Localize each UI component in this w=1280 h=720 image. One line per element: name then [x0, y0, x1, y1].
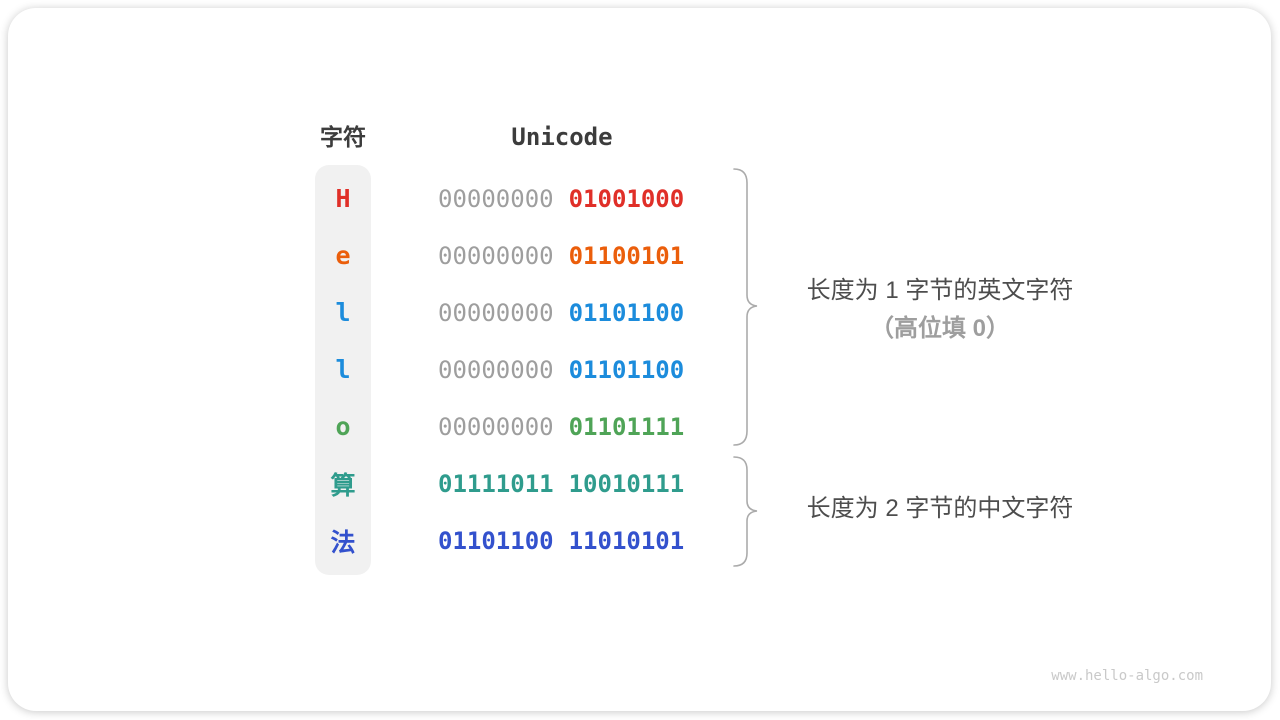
byte-high: 00000000 — [438, 355, 554, 384]
byte-high: 00000000 — [438, 184, 554, 213]
character-cell: l — [335, 355, 351, 384]
byte-high: 00000000 — [438, 412, 554, 441]
annotation-one-byte-line2: （高位填 0） — [869, 315, 1010, 342]
character-cell: 算 — [330, 470, 356, 500]
binary-row: 00000000 01101111 — [438, 398, 738, 455]
binary-row: 00000000 01101100 — [438, 341, 738, 398]
binary-row: 00000000 01101100 — [438, 284, 738, 341]
annotation-one-byte-line1: 长度为 1 字节的英文字符 — [806, 277, 1074, 304]
byte-low: 01101111 — [568, 412, 685, 441]
character-cell: e — [335, 241, 351, 270]
binary-row: 01111011 10010111 — [438, 455, 738, 512]
binary-row: 00000000 01100101 — [438, 227, 738, 284]
byte-low: 01100101 — [568, 241, 685, 270]
byte-low: 11010101 — [568, 526, 685, 555]
byte-low: 01101100 — [568, 355, 685, 384]
character-cell: 法 — [330, 527, 356, 557]
column-header-unicode: Unicode — [511, 123, 613, 151]
binary-row: 00000000 01001000 — [438, 170, 738, 227]
byte-low: 10010111 — [568, 469, 685, 498]
binary-row: 01101100 11010101 — [438, 512, 738, 569]
byte-high: 00000000 — [438, 241, 554, 270]
character-cell: l — [335, 298, 351, 327]
byte-low: 01001000 — [568, 184, 685, 213]
byte-low: 01101100 — [568, 298, 685, 327]
byte-high: 01111011 — [438, 469, 554, 498]
character-cell: H — [335, 184, 351, 213]
character-column-background — [315, 165, 371, 575]
annotation-two-byte-line1: 长度为 2 字节的中文字符 — [806, 495, 1074, 522]
byte-high: 00000000 — [438, 298, 554, 327]
character-cell: o — [335, 412, 351, 441]
watermark-url: www.hello-algo.com — [1051, 668, 1203, 684]
column-header-character: 字符 — [320, 124, 366, 150]
byte-high: 01101100 — [438, 526, 554, 555]
